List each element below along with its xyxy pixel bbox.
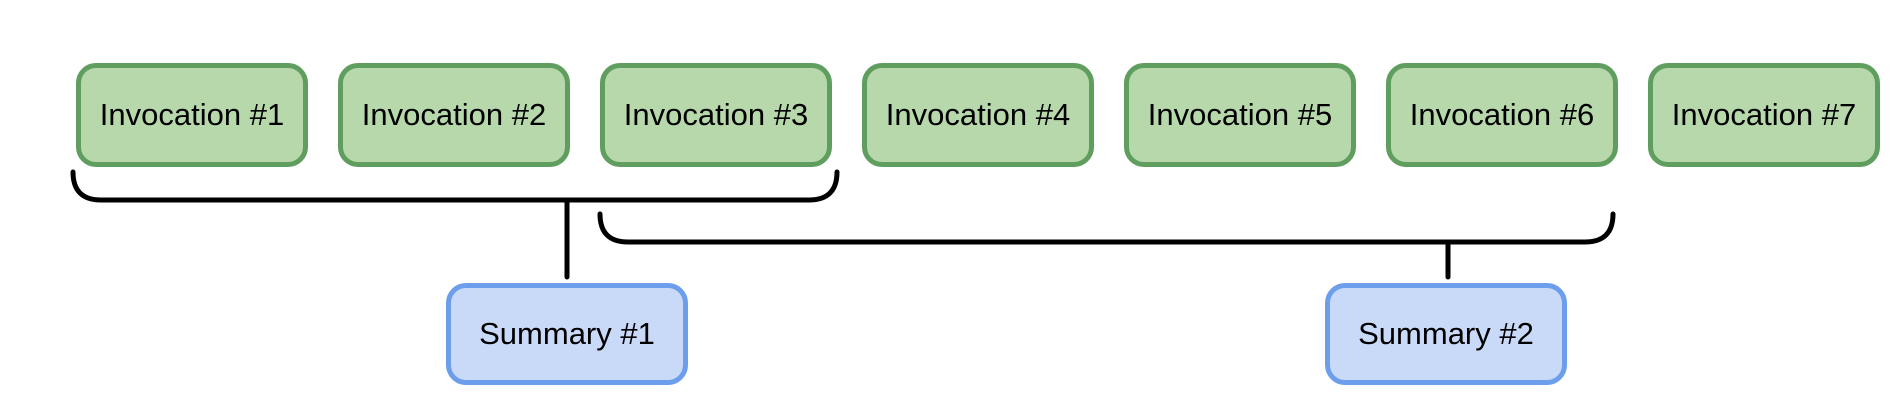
group-1-bracket xyxy=(70,169,840,203)
invocation-node-5: Invocation #5 xyxy=(1124,63,1356,167)
invocation-node-2: Invocation #2 xyxy=(338,63,570,167)
invocation-node-1: Invocation #1 xyxy=(76,63,308,167)
group-2-bracket xyxy=(597,211,1616,245)
invocation-node-4: Invocation #4 xyxy=(862,63,1094,167)
summary-node-1: Summary #1 xyxy=(446,283,688,385)
invocation-node-7: Invocation #7 xyxy=(1648,63,1880,167)
invocation-node-3: Invocation #3 xyxy=(600,63,832,167)
summary-node-2: Summary #2 xyxy=(1325,283,1567,385)
invocation-node-6: Invocation #6 xyxy=(1386,63,1618,167)
